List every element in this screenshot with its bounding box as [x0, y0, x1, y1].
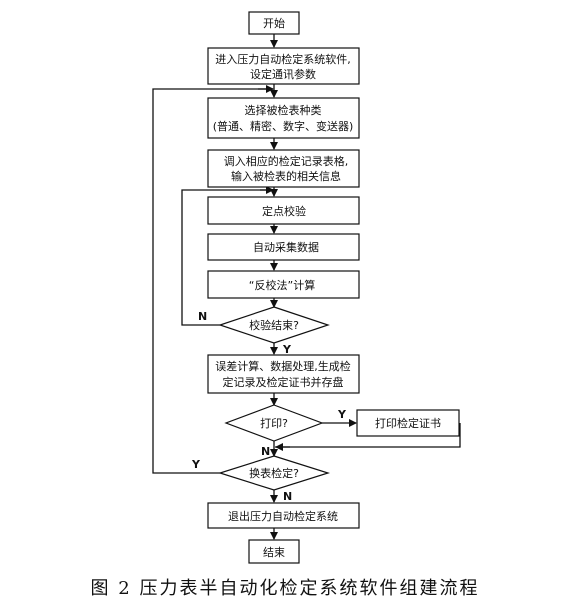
- enter-box: [207, 47, 360, 85]
- print-no-label: N: [261, 445, 270, 458]
- load-label-line1: 调入相应的检定记录表格,: [224, 154, 349, 168]
- collect-box: [207, 233, 360, 261]
- node-collect: 自动采集数据: [207, 233, 360, 261]
- exit-box: [207, 502, 360, 529]
- node-fixpoint: 定点校验: [207, 196, 360, 225]
- loop-change-yes: [152, 88, 273, 474]
- node-process: 误差计算、数据处理,生成检 定记录及检定证书并存盘: [207, 354, 360, 394]
- connectors: [152, 34, 461, 540]
- return-print-cert: [275, 423, 461, 448]
- change-q-label: 换表检定?: [249, 466, 299, 480]
- node-calc: “反校法”计算: [207, 270, 360, 299]
- calc-label: “反校法”计算: [249, 278, 315, 292]
- node-load: 调入相应的检定记录表格, 输入被检表的相关信息: [207, 149, 360, 188]
- check-end-label: 校验结束?: [249, 318, 299, 332]
- load-box: [207, 149, 360, 188]
- process-label-line1: 误差计算、数据处理,生成检: [215, 359, 351, 373]
- end-label: 结束: [263, 546, 285, 559]
- node-select: 选择被检表种类 (普通、精密、数字、变送器): [207, 97, 360, 139]
- node-start: 开始: [248, 11, 300, 35]
- select-label-line1: 选择被检表种类: [245, 103, 322, 117]
- calc-box: [207, 270, 360, 299]
- node-end: 结束: [248, 539, 300, 564]
- end-box: [248, 539, 300, 564]
- change-q-diamond: [218, 455, 330, 491]
- process-box: [207, 354, 360, 394]
- fixpoint-label: 定点校验: [262, 204, 306, 218]
- change-no-label: N: [283, 490, 292, 503]
- flowchart: 开始 进入压力自动检定系统软件, 设定通讯参数 选择被检表种类 (普通、精密、数…: [152, 11, 461, 564]
- start-box: [248, 11, 300, 35]
- print-cert-label: 打印检定证书: [375, 416, 441, 430]
- load-label-line2: 输入被检表的相关信息: [231, 169, 341, 183]
- node-print-cert: 打印检定证书: [356, 409, 460, 437]
- check-no-label: N: [198, 310, 207, 323]
- print-cert-box: [356, 409, 460, 437]
- print-yes-label: Y: [337, 408, 347, 421]
- enter-label-line2: 设定通讯参数: [250, 67, 316, 81]
- node-print-q: 打印?: [224, 404, 324, 442]
- figure-caption: 图 2 压力表半自动化检定系统软件组建流程: [90, 578, 480, 599]
- node-exit: 退出压力自动检定系统: [207, 502, 360, 529]
- process-label-line2: 定记录及检定证书并存盘: [223, 375, 344, 389]
- change-yes-label: Y: [191, 458, 201, 471]
- exit-label: 退出压力自动检定系统: [228, 509, 338, 523]
- start-label: 开始: [263, 16, 285, 30]
- node-change-q: 换表检定?: [218, 455, 330, 491]
- check-end-diamond: [218, 306, 330, 344]
- print-q-label: 打印?: [260, 416, 288, 430]
- node-check-end: 校验结束?: [218, 306, 330, 344]
- check-yes-label: Y: [282, 343, 292, 356]
- select-box: [207, 97, 360, 139]
- node-enter: 进入压力自动检定系统软件, 设定通讯参数: [207, 47, 360, 85]
- select-label-line2: (普通、精密、数字、变送器): [213, 119, 354, 133]
- loop-check-no: [181, 189, 273, 326]
- print-q-diamond: [224, 404, 324, 442]
- enter-label-line1: 进入压力自动检定系统软件,: [215, 52, 351, 66]
- fixpoint-box: [207, 196, 360, 225]
- collect-label: 自动采集数据: [253, 240, 319, 254]
